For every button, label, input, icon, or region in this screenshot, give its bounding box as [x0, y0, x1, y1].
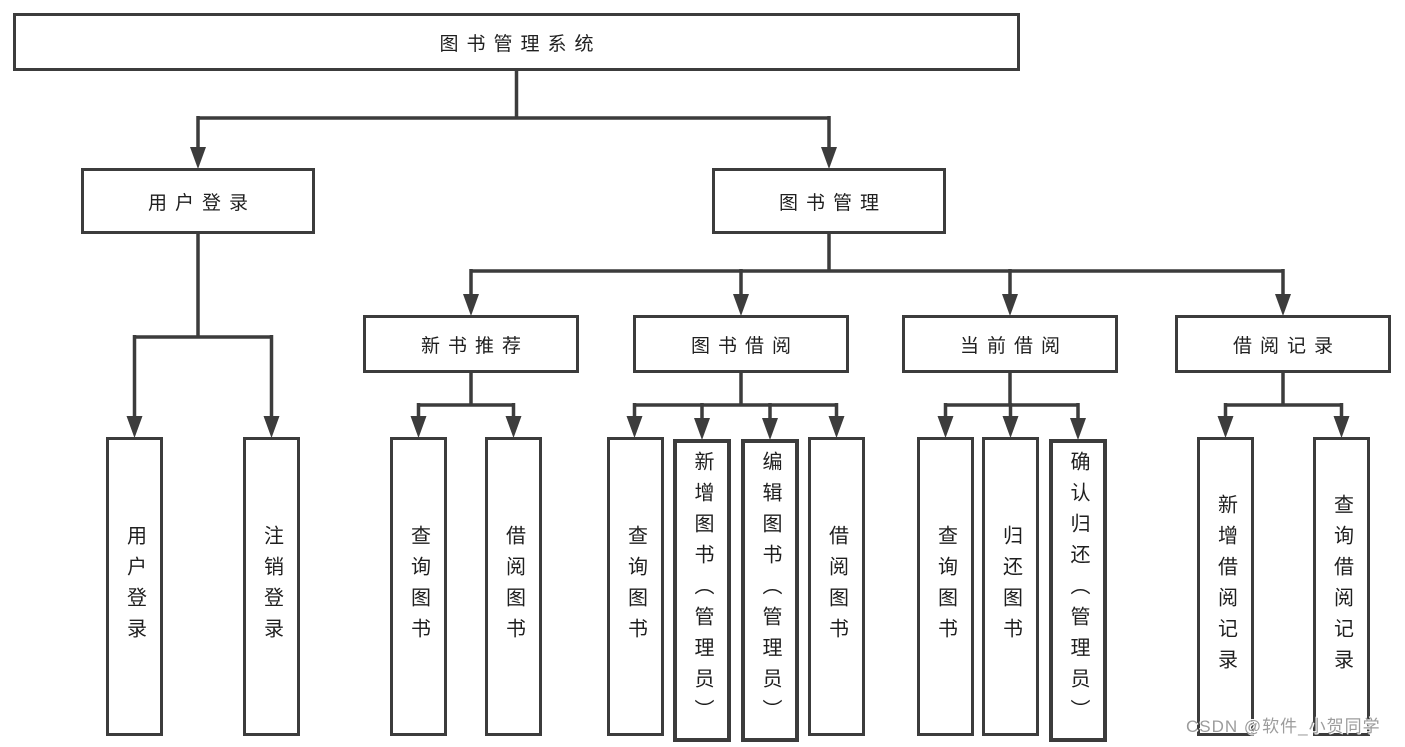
node-book-management-branch: 图书管理: [712, 168, 946, 234]
leaf-current-return-books: 归还图书: [982, 437, 1039, 736]
node-current-borrow: 当前借阅: [902, 315, 1118, 373]
leaf-current-confirm-return-admin: 确认归还（管理员）: [1049, 439, 1107, 742]
node-borrow-records: 借阅记录: [1175, 315, 1391, 373]
leaf-borrow-query-books: 查询图书: [607, 437, 664, 736]
node-book-borrow: 图书借阅: [633, 315, 849, 373]
leaf-current-query-books: 查询图书: [917, 437, 974, 736]
edge-book-management-to-level3: [469, 234, 1285, 298]
edge-user-login-to-leaves: [132, 234, 274, 420]
node-new-book-recommend: 新书推荐: [363, 315, 579, 373]
edge-root-to-level2: [196, 71, 831, 152]
edge-recommend-to-leaves: [416, 373, 516, 420]
leaf-records-query-record: 查询借阅记录: [1313, 437, 1370, 736]
leaf-records-add-record: 新增借阅记录: [1197, 437, 1254, 736]
edge-records-to-leaves: [1223, 373, 1344, 420]
leaf-user-login: 用户登录: [106, 437, 163, 736]
leaf-recommend-query-books: 查询图书: [390, 437, 447, 736]
edge-current-to-leaves: [943, 373, 1080, 422]
edge-borrow-to-leaves: [632, 373, 839, 422]
leaf-recommend-borrow-books: 借阅图书: [485, 437, 542, 736]
leaf-logout: 注销登录: [243, 437, 300, 736]
csdn-watermark: CSDN @软件_小贺同学: [1186, 717, 1381, 736]
node-root-system: 图书管理系统: [13, 13, 1020, 71]
leaf-borrow-edit-books-admin: 编辑图书（管理员）: [741, 439, 799, 742]
node-user-login-branch: 用户登录: [81, 168, 315, 234]
leaf-borrow-borrow-books: 借阅图书: [808, 437, 865, 736]
leaf-borrow-add-books-admin: 新增图书（管理员）: [673, 439, 731, 742]
